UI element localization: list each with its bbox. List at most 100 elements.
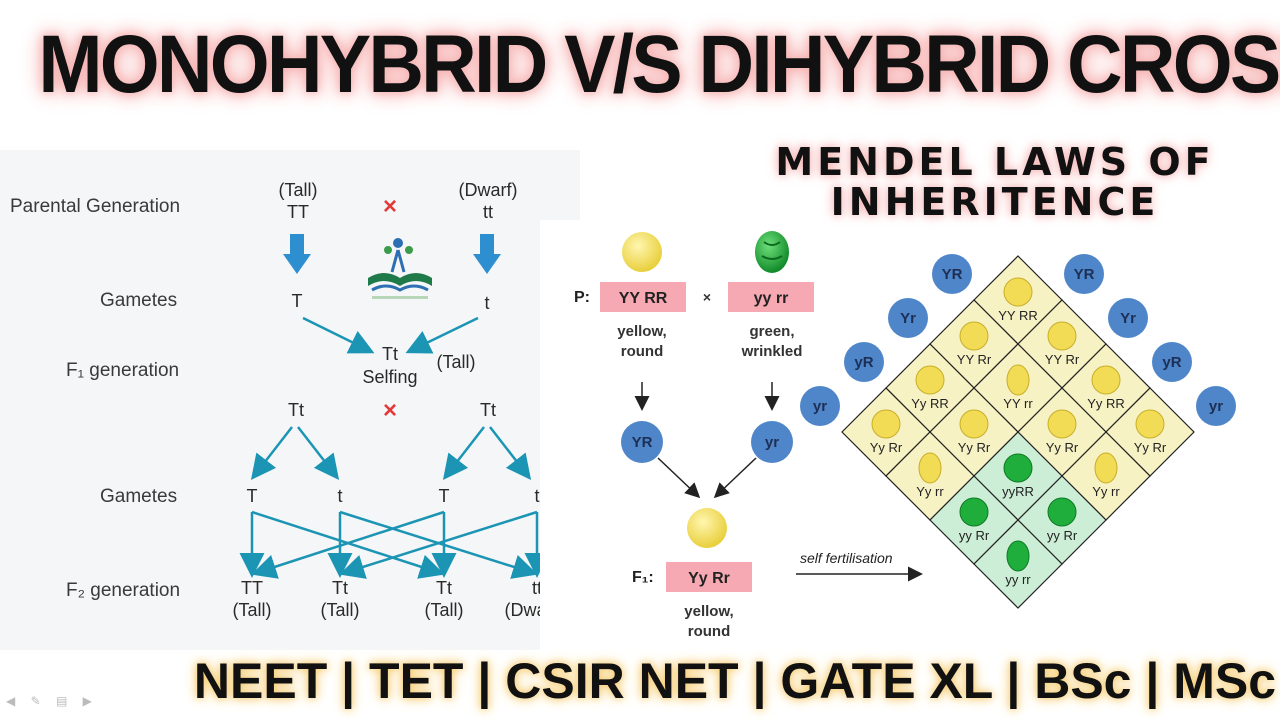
yellow-pea-icon xyxy=(1094,452,1118,484)
label-parental-generation: Parental Generation xyxy=(10,196,180,217)
yellow-pea-icon xyxy=(1006,364,1030,396)
subtitle-line-2: INHERITENCE xyxy=(830,180,1160,224)
cross-symbol-2: × xyxy=(383,397,397,424)
yellow-pea-icon xyxy=(915,365,945,395)
punnett-cell-label: Yy RR xyxy=(911,396,949,411)
f2-pheno-2: (Tall) xyxy=(321,600,360,620)
self-parent-left: Tt xyxy=(288,400,304,420)
punnett-cell-label: YY Rr xyxy=(1045,352,1080,367)
p-right-desc-1: green, xyxy=(749,323,794,340)
parent-dwarf-genotype: tt xyxy=(483,202,493,222)
arrow-yr-to-F1 xyxy=(713,457,757,499)
p-left-desc-1: yellow, xyxy=(617,323,666,340)
gamete-bubble-label: yR xyxy=(1162,354,1181,371)
green-pea-icon xyxy=(1003,453,1033,483)
parent-tall-genotype: TT xyxy=(287,202,309,222)
subtitle-line-1: MENDEL LAWS OF xyxy=(775,140,1215,184)
gamete2-4: t xyxy=(534,486,539,506)
gamete2-3: T xyxy=(439,486,450,506)
gamete-bubble xyxy=(1196,386,1236,426)
f1-desc-1: yellow, xyxy=(684,603,733,620)
f2-geno-1: TT xyxy=(241,578,263,598)
slide-nav-icons[interactable]: ◀ ✎ ▤ ▶ xyxy=(6,694,98,708)
punnett-cell-label: yy Rr xyxy=(1047,528,1078,543)
arrow-YR-to-F1 xyxy=(657,457,701,499)
gamete-YR-bubble xyxy=(621,421,663,463)
yellow-pea-icon xyxy=(1047,409,1077,439)
line-T-to-F1 xyxy=(302,316,375,354)
f1-yellow-pea-icon xyxy=(687,508,727,548)
yellow-pea-icon xyxy=(1047,321,1077,351)
wrinkle-marks xyxy=(761,241,783,260)
gamete-bubble xyxy=(1064,254,1104,294)
exam-footer: NEET | TET | CSIR NET | GATE XL | BSc | … xyxy=(193,653,1277,709)
line-t-to-F1 xyxy=(405,316,479,354)
f1-genotype: Yy Rr xyxy=(688,570,730,587)
dihybrid-diagram: P: YY RR × yy rr yellow, round green, wr… xyxy=(574,231,1236,640)
gamete-yr-label: yr xyxy=(765,434,779,451)
f2-pheno-1: (Tall) xyxy=(233,600,272,620)
gamete-bubble-label: YR xyxy=(942,266,963,283)
punnett-cell-label: Yy Rr xyxy=(1046,440,1079,455)
gamete-bubble xyxy=(1108,298,1148,338)
p-right-desc-2: wrinkled xyxy=(741,343,803,360)
p-cross-symbol: × xyxy=(703,289,711,305)
book-logo-icon xyxy=(368,238,432,299)
f1-box xyxy=(666,562,752,592)
yellow-pea-icon xyxy=(959,409,989,439)
line-self-left-to-t xyxy=(297,426,340,480)
f2-geno-4: tt xyxy=(532,578,542,598)
p-left-desc-2: round xyxy=(621,343,664,360)
line-self-left-to-T xyxy=(250,426,293,480)
punnett-cell-label: Yy Rr xyxy=(1134,440,1167,455)
gamete2-1: T xyxy=(247,486,258,506)
punnett-cell-label: Yy RR xyxy=(1087,396,1125,411)
label-gametes-2: Gametes xyxy=(100,486,177,507)
blue-arrow-right xyxy=(473,234,501,274)
label-f2-generation: F₂ generation xyxy=(66,580,180,601)
gamete-bubble-label: yr xyxy=(813,398,827,415)
gamete-bubble-label: yr xyxy=(1209,398,1223,415)
p-label: P: xyxy=(574,289,590,306)
yellow-pea-icon xyxy=(1135,409,1165,439)
f1-genotype: Tt xyxy=(382,344,398,364)
yellow-pea-icon xyxy=(918,452,942,484)
punnett-cell-label: Yy rr xyxy=(1092,484,1120,499)
green-pea-icon xyxy=(1006,540,1030,572)
f2-pheno-3: (Tall) xyxy=(425,600,464,620)
punnett-cell-label: yy rr xyxy=(1005,572,1031,587)
gamete-bubble-label: YR xyxy=(1074,266,1095,283)
self-fertilisation-label: self fertilisation xyxy=(800,550,893,566)
gamete-bubble xyxy=(800,386,840,426)
p-left-box xyxy=(600,282,686,312)
gamete-T-1: T xyxy=(292,291,303,311)
monohybrid-diagram: Parental Generation Gametes F₁ generatio… xyxy=(10,180,564,620)
f1-phenotype: (Tall) xyxy=(437,352,476,372)
gamete-t-1: t xyxy=(484,293,489,313)
gamete-bubble-label: Yr xyxy=(1120,310,1136,327)
line-self-right-to-T xyxy=(442,426,485,480)
yellow-pea-icon xyxy=(871,409,901,439)
parent-dwarf-phenotype: (Dwarf) xyxy=(459,180,518,200)
gamete-bubble-label: Yr xyxy=(900,310,916,327)
f2-geno-2: Tt xyxy=(332,578,348,598)
gamete-YR-label: YR xyxy=(632,434,653,451)
f2-cross-lines xyxy=(239,510,550,579)
subtitle: MENDEL LAWS OF INHERITENCE xyxy=(700,142,1280,222)
self-parent-right: Tt xyxy=(480,400,496,420)
gamete-bubble xyxy=(932,254,972,294)
punnett-cell-label: yy Rr xyxy=(959,528,990,543)
yellow-pea-icon xyxy=(1091,365,1121,395)
yellow-round-pea-icon xyxy=(622,232,662,272)
gamete-bubble xyxy=(844,342,884,382)
label-gametes-1: Gametes xyxy=(100,290,177,311)
f2-geno-3: Tt xyxy=(436,578,452,598)
gamete-bubble-label: yR xyxy=(854,354,873,371)
gamete-yr-bubble xyxy=(751,421,793,463)
yellow-pea-icon xyxy=(959,321,989,351)
f1-label: F₁: xyxy=(632,569,654,586)
monohybrid-panel: Parental Generation Gametes F₁ generatio… xyxy=(0,150,580,650)
punnett-cell-label: YY Rr xyxy=(957,352,992,367)
p-right-box xyxy=(728,282,814,312)
